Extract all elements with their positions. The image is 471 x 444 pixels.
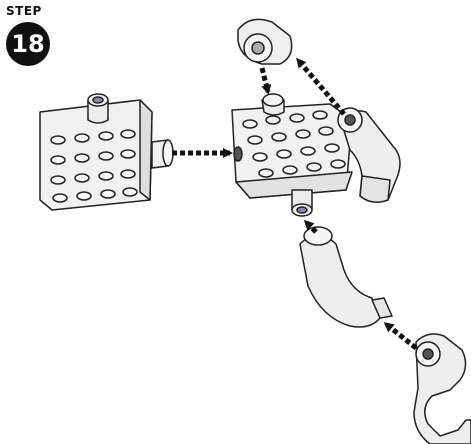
- assembly-arrow-tube: [303, 219, 318, 234]
- step-label: STEP: [6, 4, 42, 18]
- center-brick: [231, 93, 353, 217]
- assembly-arrow-lower: [383, 322, 418, 350]
- left-brick: [39, 93, 174, 211]
- lower-elbow-connector: [413, 333, 471, 444]
- step-number-badge: 18: [6, 22, 50, 66]
- assembly-arrow-top: [259, 67, 272, 95]
- curved-tube-connector: [299, 226, 393, 328]
- upper-elbow-connector: [237, 18, 401, 203]
- assembly-arrow-upper: [296, 57, 346, 116]
